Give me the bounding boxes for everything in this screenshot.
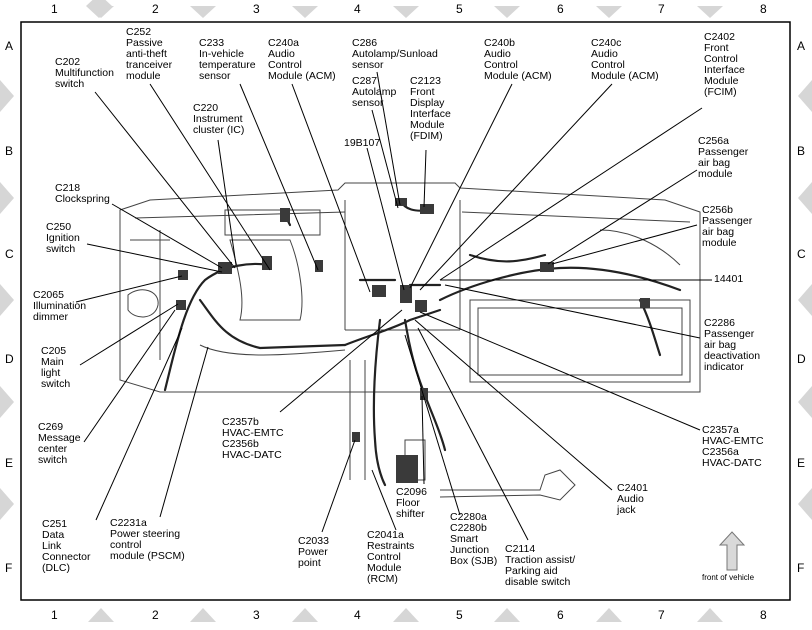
label-c2114: C2114 Traction assist/ Parking aid disab…: [505, 543, 576, 588]
grid-col-top: 1: [51, 2, 58, 16]
grid-row-left: F: [5, 561, 13, 575]
label-front-of-vehicle: front of vehicle: [702, 573, 755, 582]
diagram-frame: [20, 21, 791, 601]
label-c2123: C2123 Front Display Interface Module (FD…: [410, 75, 451, 142]
wire-harness: [163, 198, 682, 487]
front-arrow-icon: [718, 531, 746, 571]
label-c2402: C2402 Front Control Interface Module (FC…: [704, 31, 745, 98]
grid-row-right: D: [797, 352, 806, 366]
grid-row-right: A: [797, 39, 806, 53]
grid-row-left: A: [5, 39, 14, 53]
label-c2357a: C2357a HVAC-EMTC C2356a HVAC-DATC: [702, 424, 764, 469]
label-c205: C205 Main light switch: [41, 345, 71, 390]
leader-lines: [75, 71, 712, 541]
connector-parts: [176, 198, 650, 483]
grid-col-top: 4: [354, 2, 361, 16]
label-c2041a: C2041a Restraints Control Module (RCM): [367, 529, 415, 585]
label-c252: C252 Passive anti-theft tranceiver modul…: [126, 26, 173, 82]
label-c256b: C256b Passenger air bag module: [702, 204, 753, 249]
instrument-panel-outline: [119, 182, 701, 501]
label-c256a: C256a Passenger air bag module: [698, 135, 749, 180]
grid-col-bottom: 7: [658, 608, 665, 622]
label-14401: 14401: [714, 273, 744, 285]
label-c233: C233 In-vehicle temperature sensor: [199, 37, 256, 82]
label-c287: C287 Autolamp sensor: [352, 75, 397, 109]
grid-row-right: C: [797, 247, 806, 261]
label-19b107: 19B107: [344, 137, 381, 149]
label-c240a: C240a Audio Control Module (ACM): [268, 37, 336, 82]
label-c218: C218 Clockspring: [55, 182, 110, 205]
grid-col-bottom: 6: [557, 608, 564, 622]
grid-col-top: 2: [152, 2, 159, 16]
grid-row-left: E: [5, 456, 14, 470]
grid-col-bottom: 2: [152, 608, 159, 622]
grid-col-top: 8: [760, 2, 767, 16]
grid-col-top: 7: [658, 2, 665, 16]
grid-row-left: D: [5, 352, 14, 366]
grid-row-right: E: [797, 456, 806, 470]
label-c2096: C2096 Floor shifter: [396, 486, 427, 520]
label-c2033: C2033 Power point: [298, 535, 329, 569]
label-c2065: C2065 Illumination dimmer: [33, 289, 87, 323]
grid-row-right: F: [797, 561, 805, 575]
label-c2401: C2401 Audio jack: [617, 482, 648, 516]
grid-row-right: B: [797, 144, 806, 158]
label-c202: C202 Multifunction switch: [55, 56, 114, 90]
grid-col-bottom: 1: [51, 608, 58, 622]
label-c250: C250 Ignition switch: [46, 221, 80, 255]
label-c240b: C240b Audio Control Module (ACM): [484, 37, 552, 82]
grid-col-bottom: 8: [760, 608, 767, 622]
grid-col-bottom: 5: [456, 608, 463, 622]
label-c2286: C2286 Passenger air bag deactivation ind…: [704, 317, 761, 373]
label-c269: C269 Message center switch: [38, 421, 81, 466]
grid-row-left: B: [5, 144, 14, 158]
grid-col-top: 6: [557, 2, 564, 16]
label-c2231a: C2231a Power steering control module (PS…: [110, 517, 185, 562]
label-c240c: C240c Audio Control Module (ACM): [591, 37, 659, 82]
grid-col-top: 5: [456, 2, 463, 16]
label-c2357b: C2357b HVAC-EMTC C2356b HVAC-DATC: [222, 416, 284, 461]
label-c286: C286 Autolamp/Sunload sensor: [352, 37, 438, 71]
label-c251: C251 Data Link Connector (DLC): [42, 518, 91, 574]
grid-col-bottom: 3: [253, 608, 260, 622]
grid-col-bottom: 4: [354, 608, 361, 622]
grid-col-top: 3: [253, 2, 260, 16]
grid-row-left: C: [5, 247, 14, 261]
label-c2280: C2280a C2280b Smart Junction Box (SJB): [450, 511, 498, 567]
label-c220: C220 Instrument cluster (IC): [193, 102, 245, 136]
